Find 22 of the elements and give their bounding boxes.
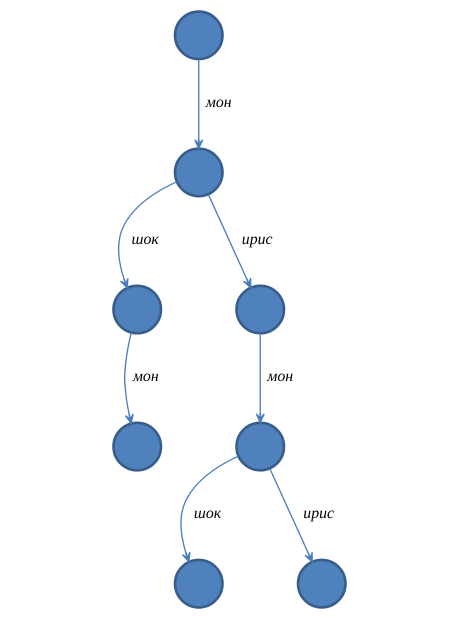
arrow	[268, 468, 312, 562]
node-circle	[296, 558, 346, 609]
edge-label: шок	[193, 505, 221, 522]
edge-label: ирис	[241, 230, 272, 248]
edge-label: мон	[132, 368, 158, 386]
arrow	[180, 455, 238, 562]
arrow	[118, 181, 176, 289]
node-circle	[173, 147, 224, 198]
node-circle	[173, 558, 224, 609]
node-circle	[234, 284, 285, 335]
edge-label: мон	[205, 94, 232, 111]
node-circle	[112, 422, 162, 472]
arrow	[207, 194, 251, 288]
arrow	[255, 333, 264, 424]
edge-label: шок	[131, 230, 158, 248]
edge-label: мон	[266, 368, 293, 386]
node-circle	[234, 422, 285, 472]
edge-label: ирис	[302, 505, 334, 522]
arrow	[194, 59, 203, 150]
node-circle	[173, 10, 224, 60]
arrow	[124, 332, 134, 424]
node-circle	[112, 284, 162, 335]
